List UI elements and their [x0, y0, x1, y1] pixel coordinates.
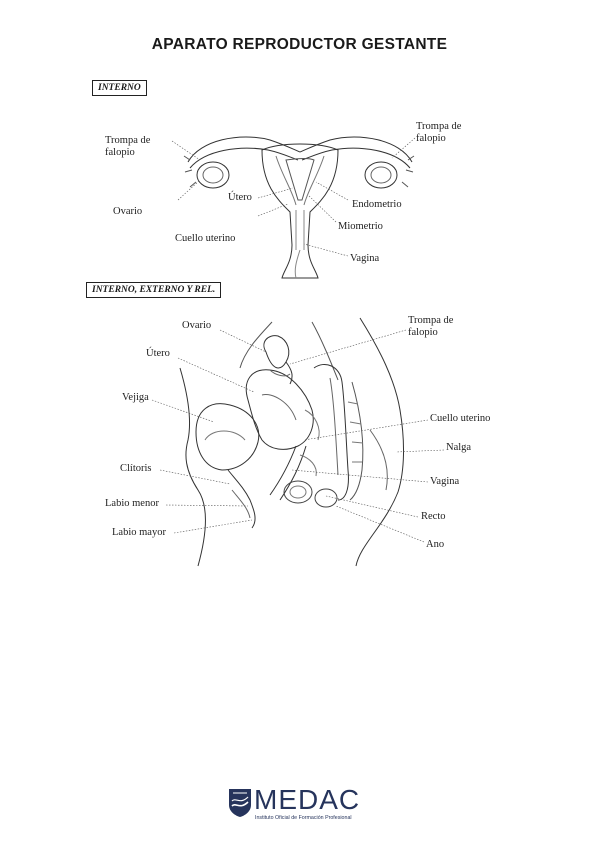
label-endometrio: Endometrio [352, 199, 402, 210]
ovary-right [364, 161, 398, 189]
rectum [313, 364, 349, 501]
label-nalga: Nalga [446, 442, 472, 453]
label-utero-2: Útero [146, 348, 170, 359]
uterus [245, 369, 314, 450]
medac-logo: MEDAC Instituto Oficial de Formación Pro… [228, 784, 378, 826]
section-heading-interno: INTERNO [92, 80, 147, 96]
logo-wordmark: MEDAC [254, 784, 361, 815]
leader-lines-section1 [171, 137, 416, 257]
ovary [263, 335, 290, 369]
label-ovario-2: Ovario [182, 320, 212, 331]
label-labio-mayor: Labio mayor [112, 527, 166, 538]
shield-icon [229, 789, 251, 817]
label-vagina: Vagina [350, 253, 380, 264]
leader-lines-section2 [151, 329, 445, 543]
ovary-left [196, 161, 230, 189]
label-vagina-2: Vagina [430, 476, 460, 487]
sagittal-diagram [179, 317, 404, 567]
logo-subtitle: Instituto Oficial de Formación Profesion… [255, 815, 352, 821]
section-heading-interno-externo: INTERNO, EXTERNO Y REL. [86, 282, 222, 298]
label-labio-menor: Labio menor [105, 498, 159, 509]
label-vejiga: Vejiga [122, 392, 149, 403]
uterus-body [261, 143, 339, 279]
label-miometrio: Miometrio [338, 221, 383, 232]
label-cuello-uterino: Cuello uterino [175, 233, 236, 244]
label-recto: Recto [421, 511, 446, 522]
label-trompa-2: Trompa de falopio [408, 315, 454, 338]
label-cuello-uterino-2: Cuello uterino [430, 413, 491, 424]
label-ovario: Ovario [113, 206, 143, 217]
label-trompa-left: Trompa de falopio [105, 135, 151, 158]
bladder [195, 403, 260, 471]
label-clitoris: Clítoris [120, 463, 152, 474]
label-trompa-right: Trompa de falopio [416, 121, 462, 144]
label-ano: Ano [426, 539, 445, 550]
uterus-frontal-diagram [183, 136, 415, 279]
page-title: APARATO REPRODUCTOR GESTANTE [151, 36, 448, 53]
label-utero: Útero [228, 192, 252, 203]
